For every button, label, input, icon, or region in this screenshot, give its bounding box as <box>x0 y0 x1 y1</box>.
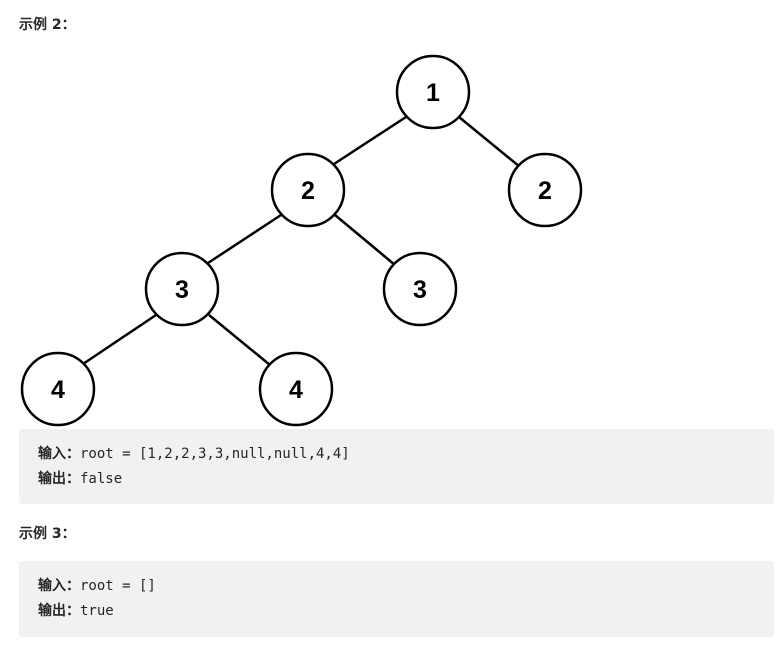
output-label: 输出： <box>38 471 80 487</box>
tree-node-circle <box>507 152 583 228</box>
tree-node-label: 2 <box>538 177 552 205</box>
tree-edge-3-4r <box>208 314 271 366</box>
output-value: false <box>80 471 123 487</box>
example-3-input-line: 输入：root = [] <box>38 574 774 599</box>
tree-node: 2 <box>270 152 346 228</box>
tree-node-circle <box>258 351 334 427</box>
example-3-code-block: 输入：root = [] 输出：true <box>19 561 774 637</box>
output-value: true <box>80 603 114 619</box>
tree-node-label: 4 <box>289 376 303 404</box>
example-3-output-line: 输出：true <box>38 599 774 624</box>
example-2-heading: 示例 2： <box>19 17 76 33</box>
tree-node-circle <box>382 251 458 327</box>
tree-node-label: 4 <box>51 376 65 404</box>
output-label: 输出： <box>38 603 80 619</box>
tree-edge-1-2l <box>333 115 407 166</box>
tree-node: 3 <box>382 251 458 327</box>
input-label: 输入： <box>38 446 80 462</box>
tree-node-circle <box>20 351 96 427</box>
tree-edge-2-3r <box>334 214 396 266</box>
example-2-input-line: 输入：root = [1,2,2,3,3,null,null,4,4] <box>38 442 774 467</box>
tree-node-circle <box>395 54 471 130</box>
tree-node: 4 <box>258 351 334 427</box>
example-2-code-block: 输入：root = [1,2,2,3,3,null,null,4,4] 输出：f… <box>19 429 774 504</box>
tree-edge-1-2r <box>458 116 521 168</box>
tree-node-circle <box>144 251 220 327</box>
tree-node-circle <box>270 152 346 228</box>
input-label: 输入： <box>38 578 80 594</box>
example-3-heading: 示例 3： <box>19 526 76 542</box>
tree-node-label: 2 <box>301 177 315 205</box>
input-value: root = [1,2,2,3,3,null,null,4,4] <box>80 446 350 462</box>
binary-tree-diagram: 1 2 2 3 3 4 4 <box>20 54 583 427</box>
tree-node: 2 <box>507 152 583 228</box>
tree-node-label: 1 <box>426 79 440 107</box>
tree-node: 1 <box>395 54 471 130</box>
input-value: root = [] <box>80 578 156 594</box>
tree-node: 4 <box>20 351 96 427</box>
tree-node: 3 <box>144 251 220 327</box>
tree-edge-2-3l <box>207 213 282 265</box>
tree-node-label: 3 <box>175 276 189 304</box>
example-2-output-line: 输出：false <box>38 467 774 492</box>
tree-node-label: 3 <box>413 276 427 304</box>
tree-edge-3-4l <box>82 313 157 366</box>
